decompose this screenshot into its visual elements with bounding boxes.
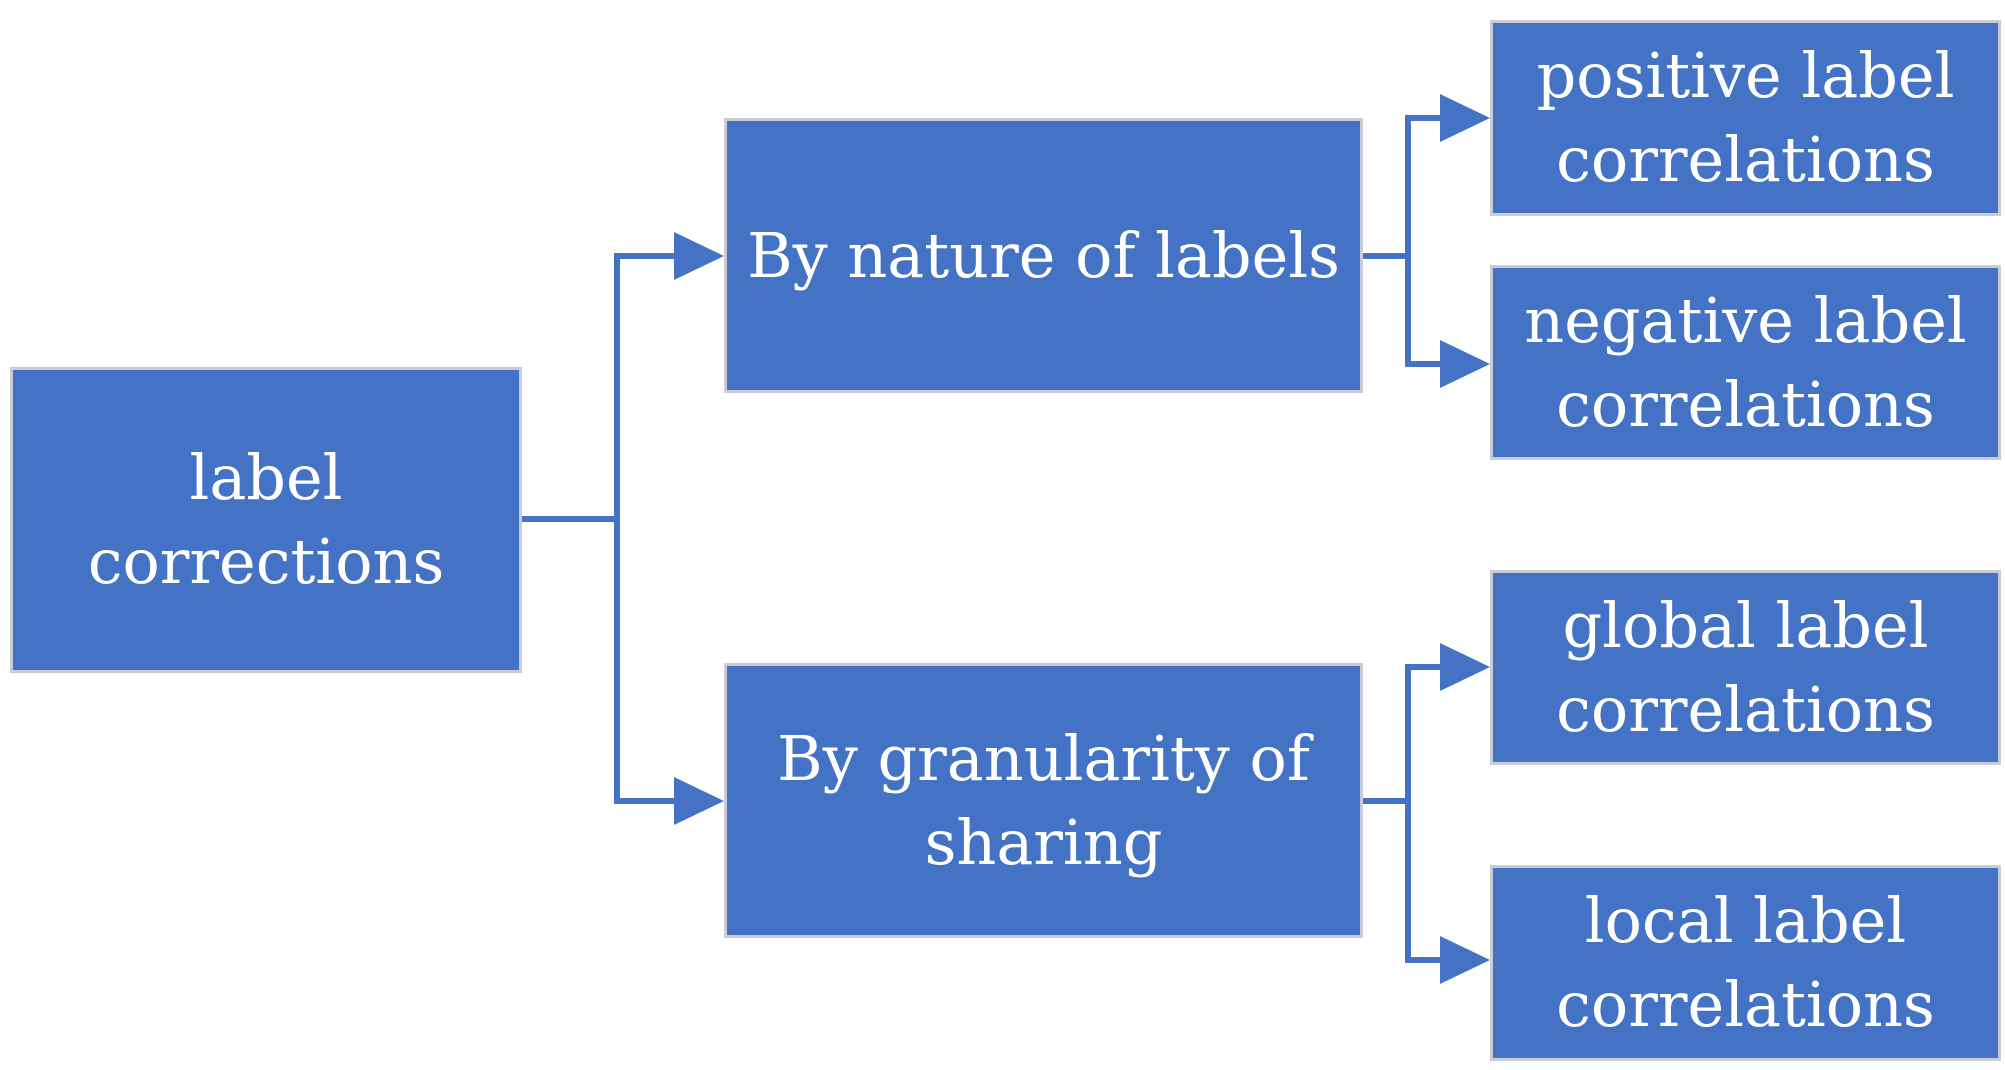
node-by-granularity-of-sharing: By granularity of sharing (724, 663, 1363, 938)
node-positive-label-correlations: positive label correlations (1490, 20, 2001, 216)
connector-granularity-trunk (1360, 664, 1445, 963)
node-positive-label-correlations-text: positive label correlations (1536, 39, 1955, 196)
node-by-nature-of-labels-text: By nature of labels (747, 218, 1340, 292)
connector-nature-trunk (1360, 115, 1445, 367)
node-negative-label-correlations-text: negative label correlations (1524, 283, 1967, 441)
node-local-label-correlations: local label correlations (1490, 865, 2001, 1061)
node-global-label-correlations-text: global label correlations (1556, 588, 1935, 746)
node-local-label-correlations-text: local label correlations (1556, 884, 1935, 1041)
arrowhead-to-global (1440, 643, 1490, 691)
arrowhead-to-nature (674, 232, 724, 280)
node-by-nature-of-labels: By nature of labels (724, 118, 1363, 393)
node-label-corrections: label corrections (10, 367, 522, 673)
arrowhead-to-granularity (674, 777, 724, 825)
node-negative-label-correlations: negative label correlations (1490, 265, 2001, 460)
node-global-label-correlations: global label correlations (1490, 570, 2001, 765)
node-label-corrections-text: label corrections (87, 441, 445, 598)
connector-root-trunk (519, 253, 679, 804)
node-by-granularity-of-sharing-text: By granularity of sharing (777, 721, 1310, 879)
arrowhead-to-positive (1440, 94, 1490, 142)
arrowhead-to-negative (1440, 340, 1490, 388)
arrowhead-to-local (1440, 936, 1490, 984)
